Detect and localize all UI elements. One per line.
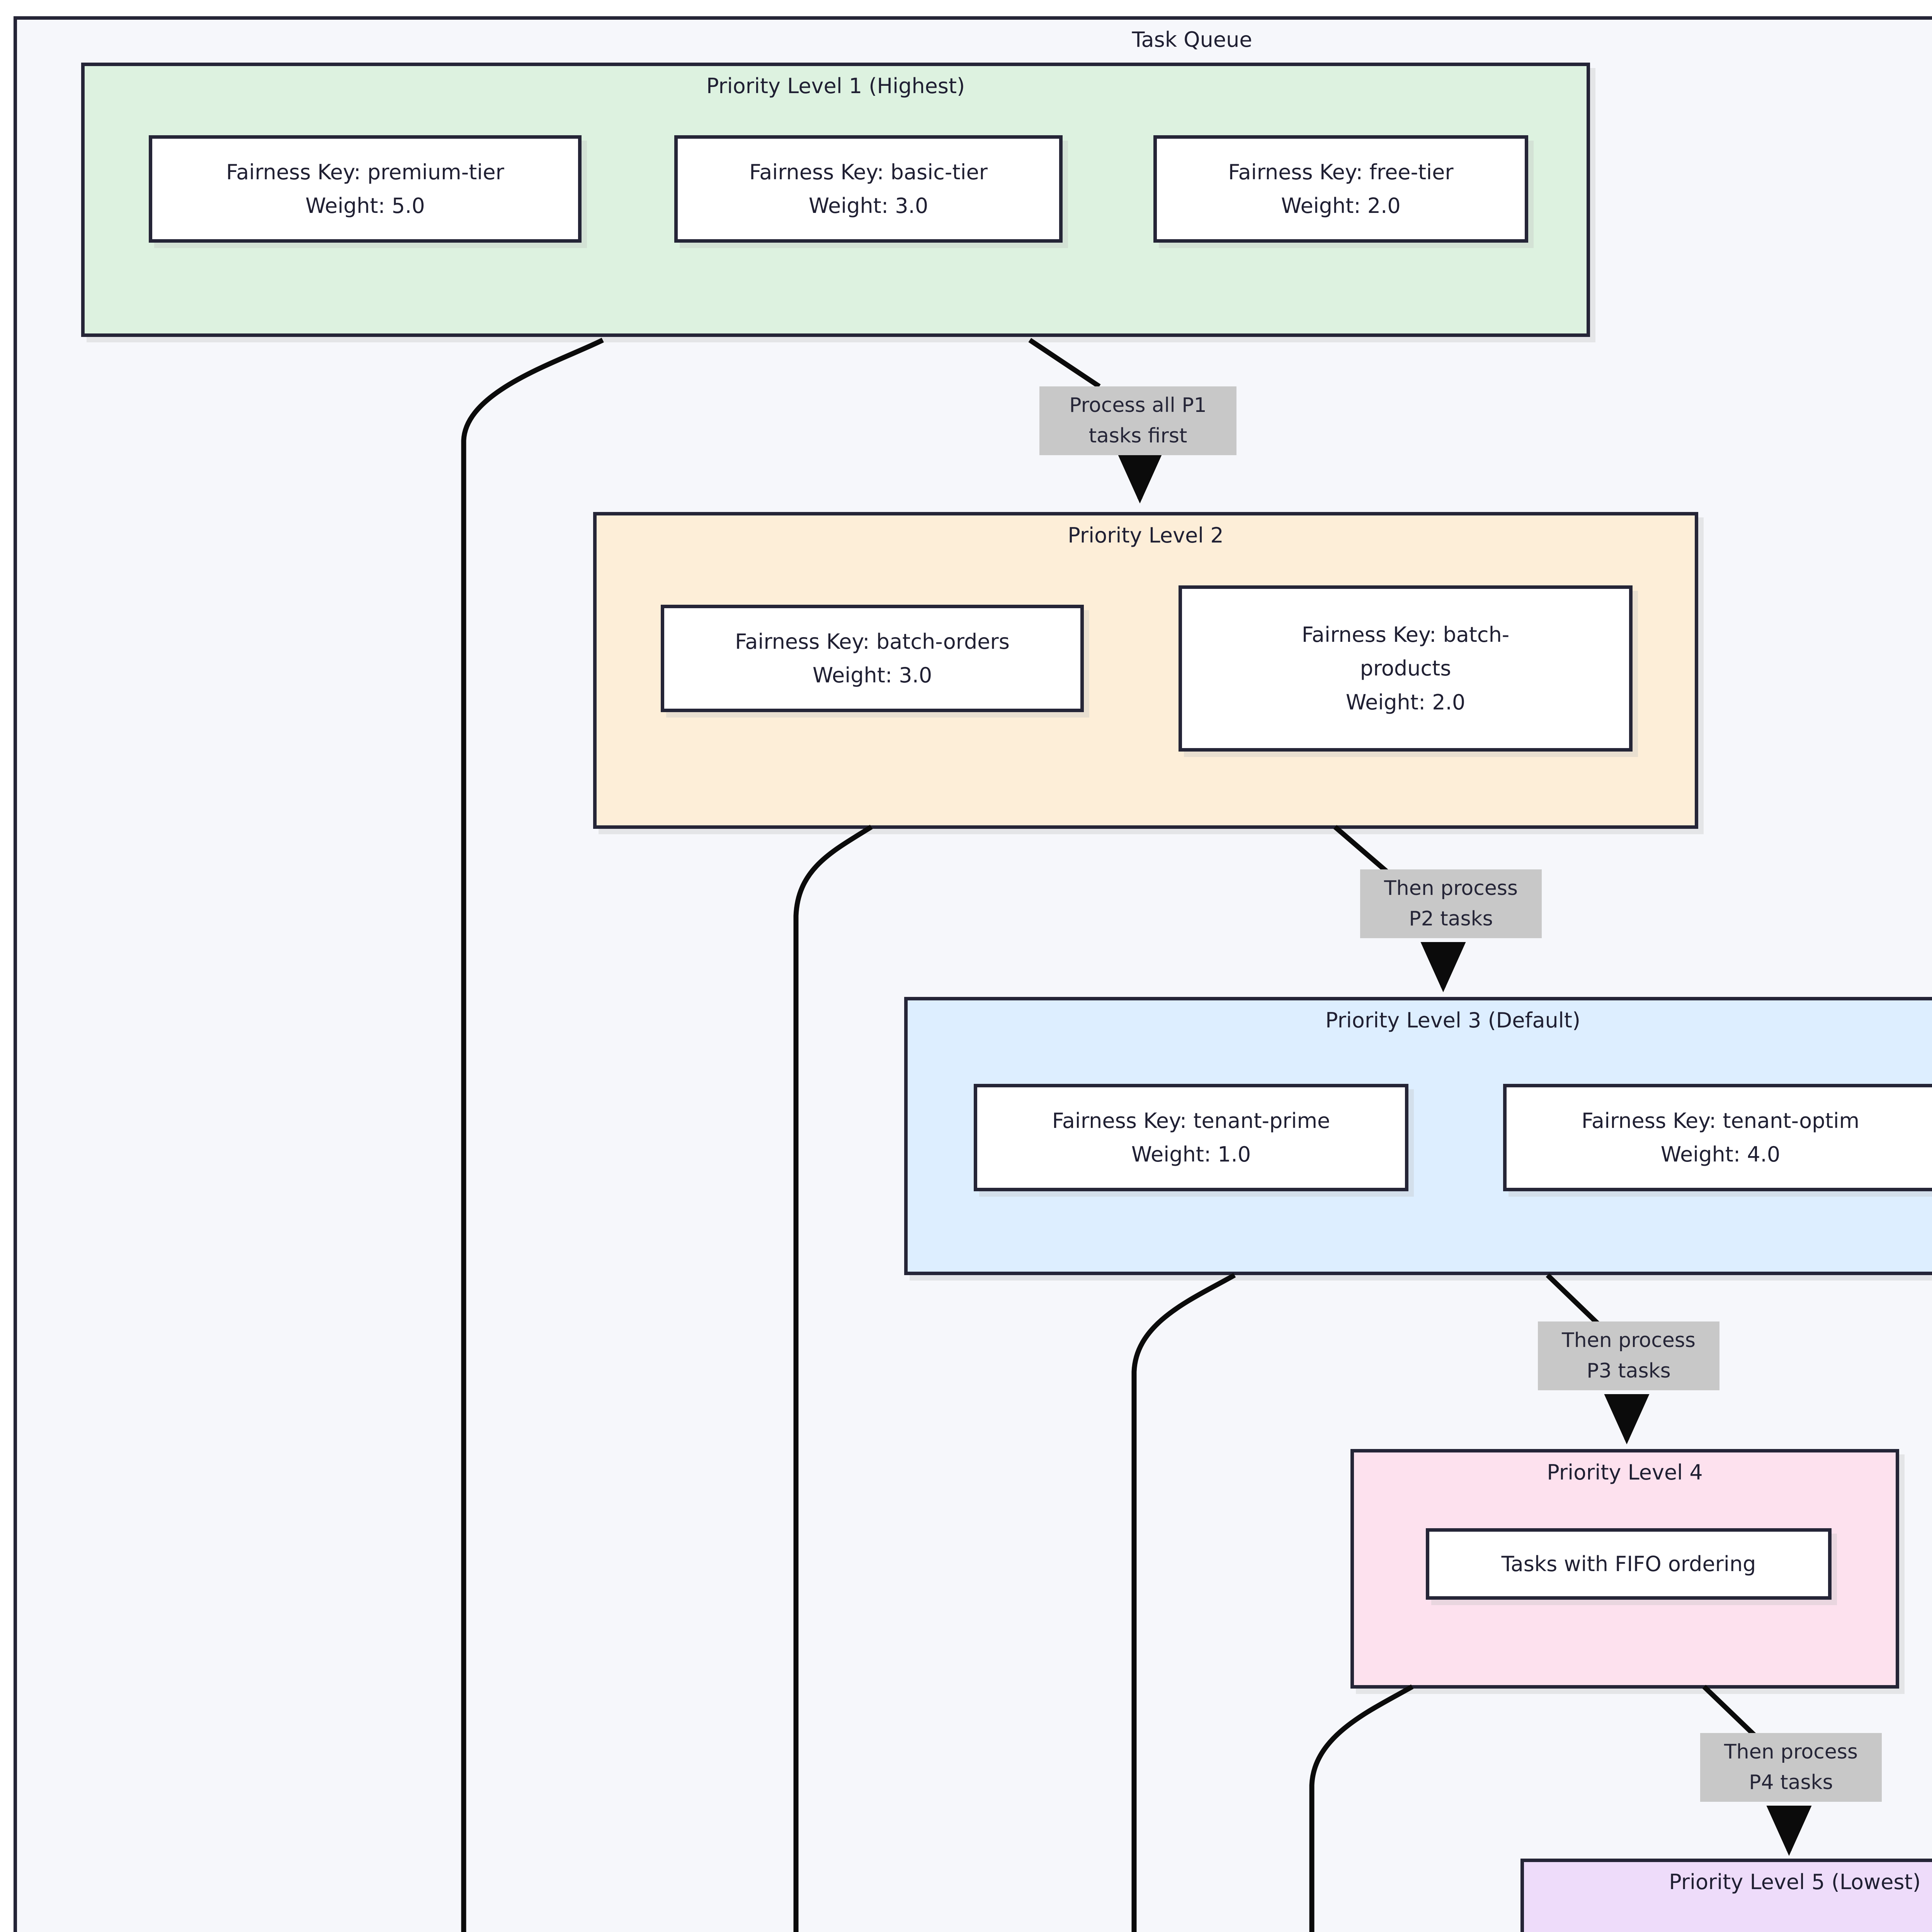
fairness-key-line: Fairness Key: free-tier [1228,160,1454,184]
priority-level-2-title: Priority Level 2 [1068,523,1224,548]
weight-line: Weight: 3.0 [808,194,929,218]
fairness-node-tenant-prime[interactable]: Fairness Key: tenant-prime Weight: 1.0 [974,1084,1408,1191]
priority-level-5-title: Priority Level 5 (Lowest) [1669,1870,1921,1894]
edge-label-line-1: Process all P1 [1069,394,1207,417]
priority-level-3-title: Priority Level 3 (Default) [1325,1008,1581,1032]
weight-line: Weight: 5.0 [305,194,425,218]
edge-label-p2-to-p3: Then process P2 tasks [1360,869,1542,939]
fairness-node-batch-orders[interactable]: Fairness Key: batch-orders Weight: 3.0 [661,605,1084,712]
weight-line: Weight: 4.0 [1660,1142,1781,1167]
edge-label-line-2: tasks first [1088,424,1187,448]
fairness-key-line: Fairness Key: basic-tier [749,160,988,184]
fairness-node-free-tier[interactable]: Fairness Key: free-tier Weight: 2.0 [1153,135,1528,243]
fairness-node-basic-tier[interactable]: Fairness Key: basic-tier Weight: 3.0 [674,135,1063,243]
edge-label-p1-to-p2: Process all P1 tasks first [1039,386,1236,456]
edge-label-line-1: Then process [1384,877,1518,900]
fairness-key-line: Fairness Key: tenant-optim [1581,1108,1860,1133]
weight-line: Weight: 3.0 [812,663,932,687]
fairness-key-line: Fairness Key: batch-orders [735,629,1010,654]
fairness-node-premium-tier[interactable]: Fairness Key: premium-tier Weight: 5.0 [149,135,582,243]
fairness-key-line: Fairness Key: premium-tier [226,160,504,184]
priority-level-5-container: Priority Level 5 (Lowest) [1520,1859,1932,1932]
weight-line: Weight: 2.0 [1281,194,1401,218]
priority-level-1-title: Priority Level 1 (Highest) [706,74,965,98]
priority-level-4-title: Priority Level 4 [1547,1460,1703,1485]
task-queue-title: Task Queue [1132,27,1252,52]
edge-label-p4-to-p5: Then process P4 tasks [1700,1733,1882,1802]
fairness-key-line: Fairness Key: batch-products [1301,622,1510,681]
fairness-node-tenant-optim[interactable]: Fairness Key: tenant-optim Weight: 4.0 [1503,1084,1932,1191]
edge-label-line-2: P4 tasks [1749,1771,1833,1794]
weight-line: Weight: 1.0 [1131,1142,1251,1167]
edge-label-line-1: Then process [1561,1329,1696,1352]
fifo-label: Tasks with FIFO ordering [1501,1551,1756,1576]
fairness-key-line: Fairness Key: tenant-prime [1052,1108,1330,1133]
edge-label-line-1: Then process [1724,1740,1858,1764]
edge-label-line-2: P3 tasks [1587,1359,1671,1383]
fairness-node-batch-products[interactable]: Fairness Key: batch-products Weight: 2.0 [1179,585,1633,752]
weight-line: Weight: 2.0 [1345,690,1466,714]
fifo-node-p4[interactable]: Tasks with FIFO ordering [1426,1528,1832,1600]
edge-label-p3-to-p4: Then process P3 tasks [1538,1321,1719,1391]
edge-label-line-2: P2 tasks [1409,907,1493,931]
